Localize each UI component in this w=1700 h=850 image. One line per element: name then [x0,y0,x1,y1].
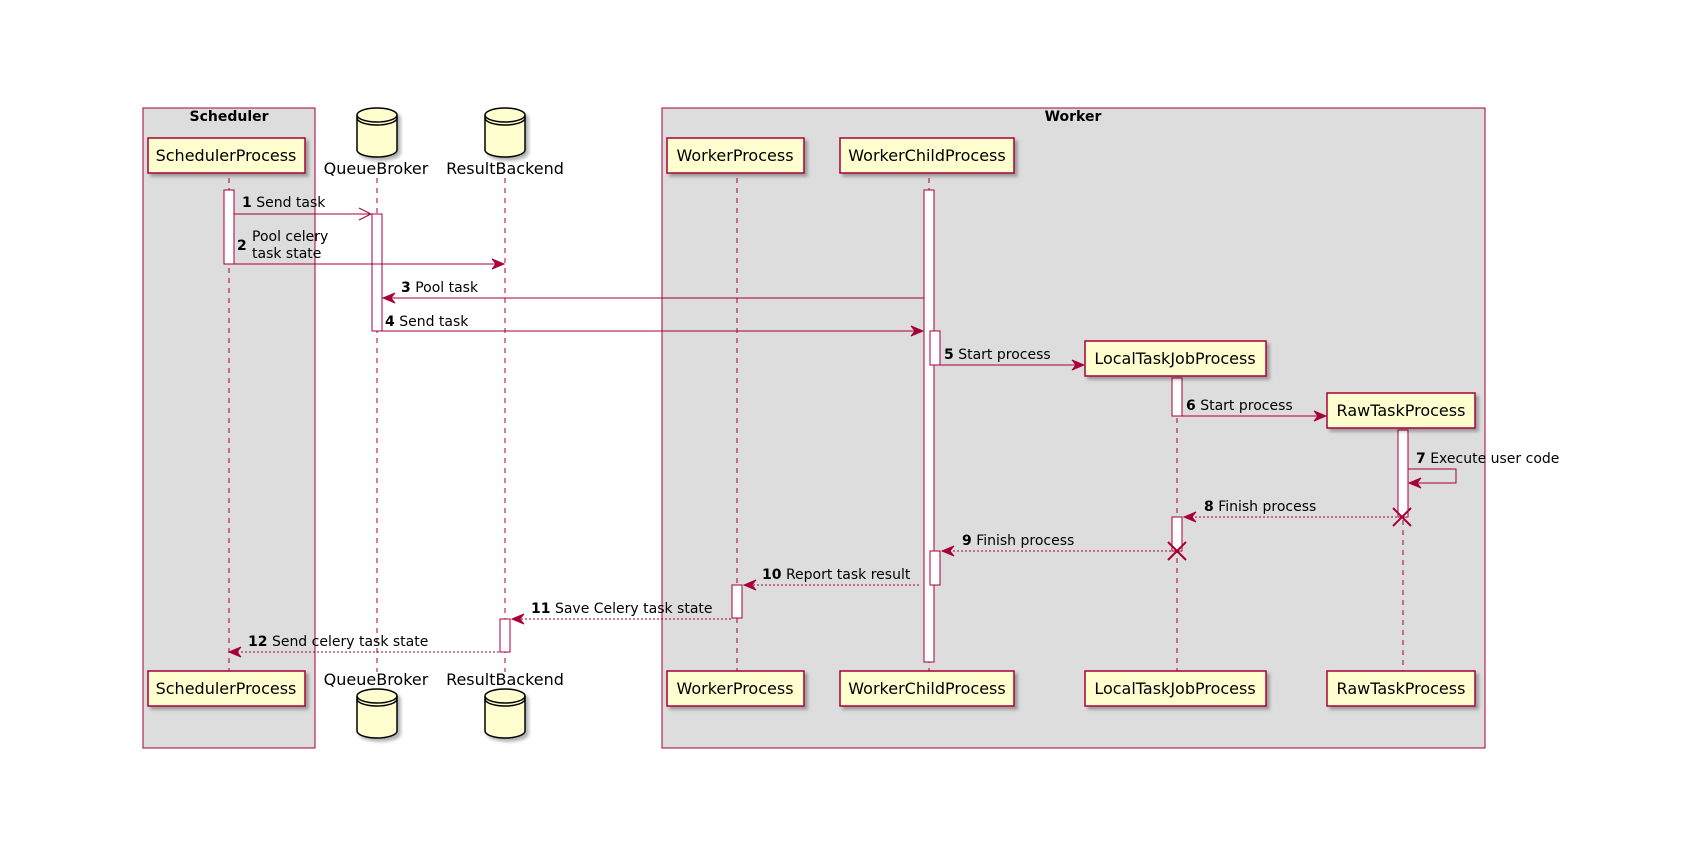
activation-local-task-job-process-1 [1171,377,1183,417]
svg-text:task state: task state [252,246,321,262]
activation-queue-broker [371,213,383,332]
message-5: 5 Start process [940,347,1086,371]
participant-result-backend-top: ResultBackend [446,107,564,178]
svg-text:WorkerProcess: WorkerProcess [676,146,793,165]
activation-local-task-job-process-2 [1171,516,1183,552]
participant-scheduler-process-bottom: SchedulerProcess [147,670,306,707]
participant-local-task-job-process-bottom: LocalTaskJobProcess [1084,670,1267,707]
activation-worker-child-process-nested-1 [929,330,941,366]
participant-scheduler-process-top: SchedulerProcess [147,137,306,174]
message-11: 11 Save Celery task state [510,601,731,625]
participant-raw-task-process-bottom: RawTaskProcess [1326,670,1476,707]
message-4: 4 Send task [382,314,925,337]
svg-text:4 Send task: 4 Send task [385,314,469,330]
svg-text:5 Start process: 5 Start process [944,347,1051,363]
activation-worker-child-process-nested-2 [929,550,941,586]
svg-text:6 Start process: 6 Start process [1186,398,1293,414]
participant-worker-child-process-bottom: WorkerChildProcess [839,670,1015,707]
database-icon [356,688,398,739]
box-title-worker: Worker [1045,109,1102,125]
message-2: 2 Pool celery task state [234,229,506,270]
svg-text:SchedulerProcess: SchedulerProcess [156,146,297,165]
activation-worker-child-process-main [923,189,935,663]
participant-local-task-job-process-top: LocalTaskJobProcess [1084,340,1267,377]
svg-text:QueueBroker: QueueBroker [324,670,429,689]
svg-text:QueueBroker: QueueBroker [324,159,429,178]
activation-raw-task-process [1397,429,1409,518]
message-8: 8 Finish process [1182,499,1412,527]
svg-text:ResultBackend: ResultBackend [446,670,564,689]
participants: SchedulerProcess SchedulerProcess Worker… [147,107,1476,739]
participant-queue-broker-bottom: QueueBroker [324,670,429,739]
destroy-icon [1392,507,1412,527]
database-icon [484,107,526,158]
activation-result-backend [499,618,511,653]
message-6: 6 Start process [1182,398,1328,422]
svg-text:WorkerChildProcess: WorkerChildProcess [848,146,1005,165]
destroy-icon [1167,541,1187,561]
database-icon [356,107,398,158]
svg-text:7 Execute user code: 7 Execute user code [1416,451,1559,467]
svg-text:WorkerChildProcess: WorkerChildProcess [848,679,1005,698]
svg-text:11 Save Celery task state: 11 Save Celery task state [531,601,713,617]
participant-worker-process-top: WorkerProcess [666,137,805,174]
database-icon [484,688,526,739]
message-10: 10 Report task result [742,567,919,591]
svg-text:ResultBackend: ResultBackend [446,159,564,178]
svg-text:SchedulerProcess: SchedulerProcess [156,679,297,698]
participant-raw-task-process-top: RawTaskProcess [1326,392,1476,429]
svg-text:3 Pool task: 3 Pool task [401,280,479,296]
participant-result-backend-bottom: ResultBackend [446,670,564,739]
message-9: 9 Finish process [940,533,1187,561]
svg-text:LocalTaskJobProcess: LocalTaskJobProcess [1094,349,1255,368]
message-1: 1 Send task [234,195,373,221]
message-12: 12 Send celery task state [227,634,499,658]
messages: 1 Send task 2 Pool celery task state 3 P… [227,195,1559,658]
activation-scheduler-process [223,189,235,265]
participant-worker-process-bottom: WorkerProcess [666,670,805,707]
svg-text:RawTaskProcess: RawTaskProcess [1337,401,1466,420]
message-3: 3 Pool task [381,280,924,304]
svg-text:8 Finish process: 8 Finish process [1204,499,1316,515]
svg-text:1 Send task: 1 Send task [242,195,326,211]
message-7: 7 Execute user code [1407,451,1559,489]
svg-text:RawTaskProcess: RawTaskProcess [1337,679,1466,698]
svg-text:Pool celery: Pool celery [252,229,328,245]
svg-text:LocalTaskJobProcess: LocalTaskJobProcess [1094,679,1255,698]
participant-worker-child-process-top: WorkerChildProcess [839,137,1015,174]
activations [223,189,1409,663]
participant-queue-broker-top: QueueBroker [324,107,429,178]
svg-text:WorkerProcess: WorkerProcess [676,679,793,698]
svg-text:10 Report task result: 10 Report task result [762,567,911,583]
box-title-scheduler: Scheduler [189,109,268,125]
activation-worker-process [731,584,743,619]
svg-text:9 Finish process: 9 Finish process [962,533,1074,549]
svg-text:12 Send celery task state: 12 Send celery task state [248,634,428,650]
svg-text:2: 2 [237,238,247,254]
